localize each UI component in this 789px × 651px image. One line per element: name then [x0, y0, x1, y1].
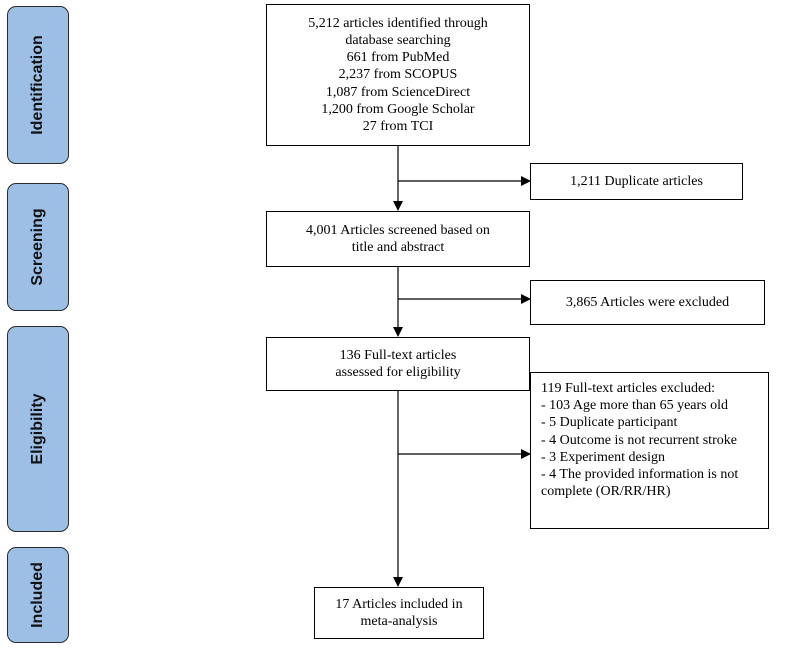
stage-included: Included: [7, 547, 69, 643]
box-screened: 4,001 Articles screened based on title a…: [266, 211, 530, 267]
stage-screening: Screening: [7, 183, 69, 311]
stage-eligibility: Eligibility: [7, 326, 69, 532]
box-included: 17 Articles included in meta-analysis: [314, 587, 484, 639]
box-excluded-fulltext: 119 Full-text articles excluded: - 103 A…: [530, 372, 769, 529]
box-duplicates: 1,211 Duplicate articles: [530, 163, 743, 200]
box-identified: 5,212 articles identified through databa…: [266, 4, 530, 146]
stage-identification: Identification: [7, 6, 69, 164]
box-fulltext: 136 Full-text articles assessed for elig…: [266, 337, 530, 391]
box-excluded-screening: 3,865 Articles were excluded: [530, 280, 765, 325]
